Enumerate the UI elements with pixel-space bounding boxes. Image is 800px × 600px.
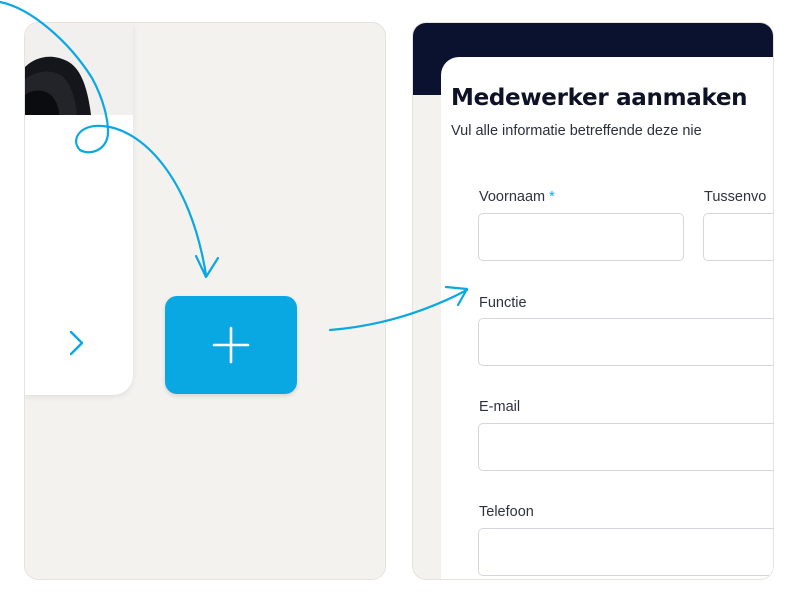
functie-label: Functie <box>479 295 527 311</box>
next-chevron-icon[interactable] <box>65 325 89 361</box>
plus-icon <box>212 326 250 364</box>
employee-photo <box>25 23 133 115</box>
tussenvoegsel-input[interactable] <box>703 213 773 261</box>
form-title: Medewerker aanmaken <box>451 85 748 111</box>
required-marker: * <box>549 189 555 205</box>
email-label: E-mail <box>479 399 521 415</box>
form-subtitle: Vul alle informatie betreffende deze nie <box>451 123 702 139</box>
create-employee-panel: Medewerker aanmaken Vul alle informatie … <box>412 22 774 580</box>
add-employee-button[interactable] <box>165 296 297 394</box>
telefoon-label: Telefoon <box>479 504 534 520</box>
voornaam-input[interactable] <box>478 213 684 261</box>
employee-profile-card[interactable] <box>25 23 133 395</box>
voornaam-label-text: Voornaam <box>479 189 546 205</box>
email-input[interactable] <box>478 423 773 471</box>
telefoon-input[interactable] <box>478 528 773 576</box>
functie-input[interactable] <box>478 318 773 366</box>
voornaam-label: Voornaam * <box>479 189 555 205</box>
tussenvoegsel-label: Tussenvo <box>704 189 767 205</box>
employee-photo-image <box>25 23 133 115</box>
